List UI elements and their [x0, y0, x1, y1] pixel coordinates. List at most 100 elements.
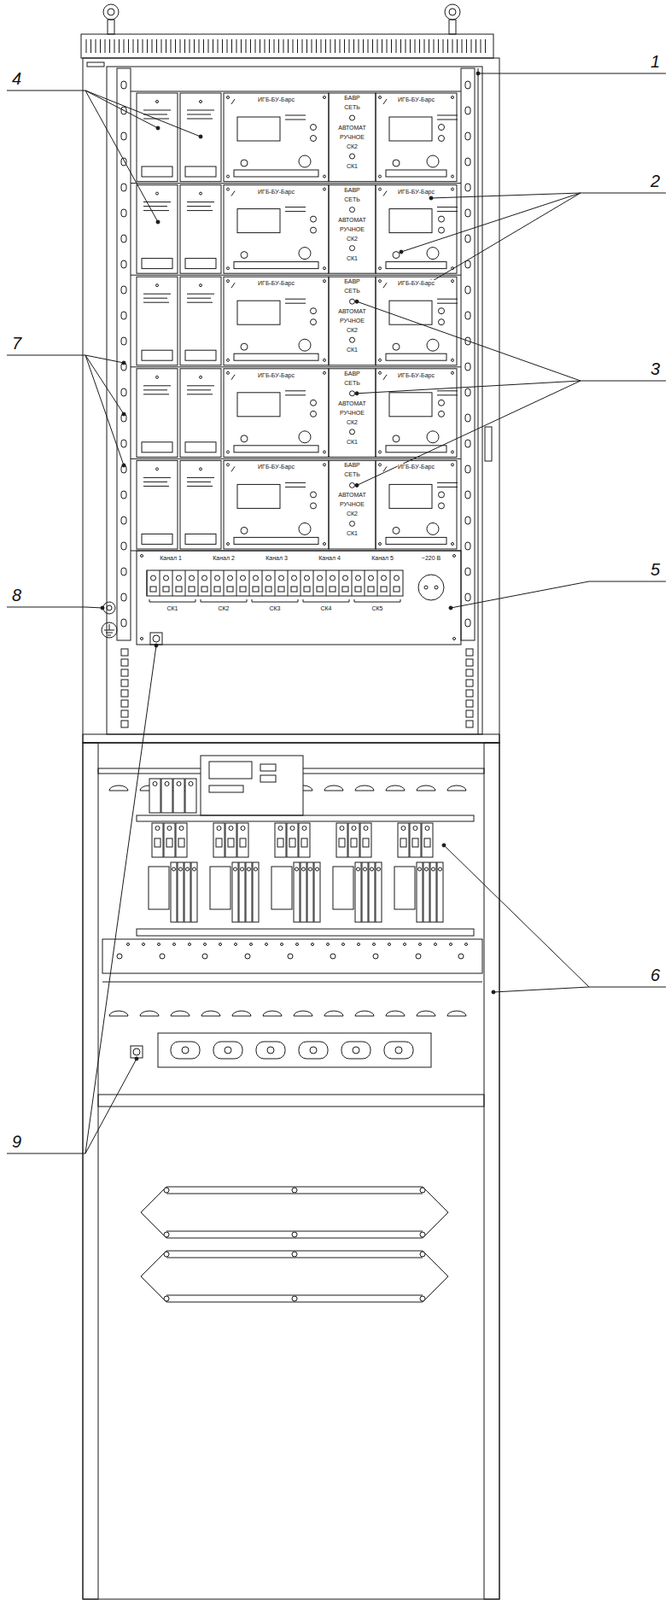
rail-hole	[121, 618, 127, 627]
terminal-screw	[370, 867, 374, 871]
circuit-breaker	[151, 822, 164, 858]
control-module	[223, 368, 329, 458]
busbar-screw	[202, 953, 208, 959]
terminal-socket	[252, 586, 259, 592]
terminal-group-label: СК4	[319, 605, 333, 613]
module-handle	[185, 442, 216, 453]
terminal-block	[423, 862, 430, 922]
mode-label: БАВР	[343, 186, 361, 194]
terminal-divider	[364, 570, 366, 596]
text-line	[143, 485, 170, 487]
breaker-screw	[152, 781, 158, 787]
terminal-group-label: СК1	[165, 605, 179, 613]
vent-louvre	[170, 1010, 190, 1016]
screw	[227, 542, 230, 546]
module-face	[136, 276, 178, 366]
breaker-screw	[216, 826, 222, 831]
rail-hole	[296, 943, 299, 946]
screw	[323, 358, 327, 362]
indicator-lamp	[438, 124, 445, 131]
screw	[451, 280, 455, 283]
grille-slot	[236, 39, 238, 53]
rail-hole	[121, 183, 127, 192]
screw	[227, 463, 230, 467]
display-window	[237, 116, 281, 141]
text-line	[285, 482, 306, 484]
terminal-divider	[236, 570, 238, 596]
breaker-toggle	[400, 838, 407, 847]
socket-pin	[434, 585, 438, 590]
group-bracket	[303, 599, 350, 602]
screw	[379, 450, 382, 454]
rail-slot	[466, 700, 473, 707]
terminal-screw	[151, 575, 157, 581]
callout-number: 9	[11, 1131, 22, 1152]
mode-label: РУЧНОЕ	[338, 501, 366, 508]
group-bracket	[251, 599, 298, 602]
grille-slot	[344, 39, 345, 53]
ground-bolt	[395, 1046, 403, 1054]
screw	[227, 450, 230, 454]
screw	[323, 371, 327, 374]
rail-hole	[465, 311, 471, 320]
display-window	[237, 209, 281, 234]
breaker-screw	[413, 826, 418, 831]
breaker-toggle	[362, 838, 369, 847]
grille-slot	[259, 39, 261, 53]
breaker-toggle	[424, 838, 431, 847]
text-line	[437, 119, 458, 121]
rail-hole	[465, 132, 471, 141]
rail-hole	[373, 943, 376, 946]
rail-hole	[403, 943, 407, 946]
vent-louvre	[140, 1010, 159, 1016]
grille-slot	[461, 39, 463, 53]
grille-slot	[240, 39, 242, 53]
indicator-lamp	[350, 390, 356, 397]
text-line	[186, 385, 215, 386]
rail-hole	[388, 943, 391, 946]
key-switch	[240, 435, 248, 443]
rail-hole	[121, 81, 127, 89]
logo-mark	[231, 466, 235, 472]
grille-slot	[86, 39, 88, 53]
text-line	[143, 393, 170, 395]
rail-hole	[121, 490, 127, 499]
frame-post	[484, 742, 500, 1599]
module-bottom-bar	[385, 445, 447, 453]
text-line	[186, 114, 211, 116]
screw	[227, 358, 230, 362]
screw	[451, 187, 455, 191]
logo-mark	[383, 466, 387, 472]
terminal-block	[191, 862, 198, 922]
module-handle	[141, 350, 173, 361]
leader-line	[356, 380, 581, 394]
breaker-toggle	[227, 838, 234, 847]
callout-shelf	[6, 90, 86, 92]
module-name: ИГБ-БУ-Барс	[396, 280, 436, 287]
grille-slot	[339, 39, 341, 53]
module-face	[223, 93, 329, 182]
breaker-toggle	[338, 838, 345, 847]
ground-stud	[103, 601, 116, 614]
control-module	[375, 276, 458, 366]
leader-dot	[156, 220, 160, 224]
grille-slot	[466, 39, 467, 53]
leader-line	[401, 192, 581, 252]
vent-louvre	[201, 1010, 221, 1016]
grille-slot	[424, 39, 426, 53]
mode-label: АВТОМАТ	[337, 400, 368, 408]
text-line	[285, 390, 306, 391]
circuit-breaker	[225, 822, 237, 858]
terminal-socket	[342, 586, 349, 592]
row-divider	[130, 182, 461, 184]
screw	[140, 637, 144, 641]
relay-block	[394, 866, 415, 910]
grille-slot	[381, 39, 383, 53]
grille-slot	[349, 39, 351, 53]
grille-slot	[367, 39, 369, 53]
module-face	[223, 460, 329, 549]
grille-slot	[377, 39, 379, 53]
text-line	[186, 210, 213, 211]
plate-screw	[291, 1187, 298, 1193]
channel-label: Канал 1	[158, 554, 183, 562]
